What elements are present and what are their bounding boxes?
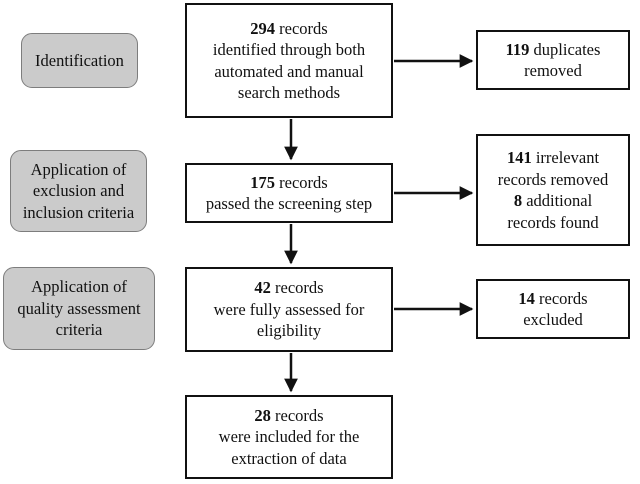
flow-box-irrelevant-removed: 141 irrelevant records removed 8 additio…	[476, 134, 630, 246]
stage-label-text: exclusion and	[32, 181, 125, 201]
stage-label-text: Application of	[30, 159, 127, 179]
record-count: 8	[513, 191, 523, 210]
stage-label-text: quality assessment	[17, 298, 141, 318]
stage-label-text: Application of	[31, 277, 127, 297]
text-line: 141 irrelevant	[507, 147, 599, 169]
text-line: automated and manual	[214, 61, 364, 81]
record-count: 141	[506, 148, 532, 167]
stage-label-text: Identification	[35, 50, 124, 70]
stage-label-exclusion-inclusion-criteria: Application of exclusion and inclusion c…	[10, 150, 147, 232]
text-line: 14 records	[518, 288, 587, 310]
text-line: 28 records	[254, 405, 323, 427]
flow-box-records-screened: 175 records passed the screening step	[185, 163, 393, 223]
text-line: passed the screening step	[205, 194, 373, 213]
text-line: records found	[507, 212, 599, 232]
flow-box-records-included: 28 records were included for the extract…	[185, 395, 393, 479]
text-line: extraction of data	[231, 448, 347, 468]
flow-box-records-assessed: 42 records were fully assessed for eligi…	[185, 267, 393, 352]
text-line: records removed	[497, 169, 609, 189]
text-line: 8 additional	[514, 190, 592, 212]
record-count: 294	[250, 18, 276, 38]
text-line: search methods	[237, 83, 341, 102]
text-line: records	[534, 288, 588, 308]
stage-label-text: inclusion criteria	[22, 202, 135, 222]
text-line: records	[270, 278, 324, 298]
text-line: records	[275, 172, 328, 192]
text-line: 175 records	[250, 172, 327, 194]
text-line: records	[270, 405, 324, 425]
text-line: irrelevant	[531, 148, 600, 167]
record-count: 119	[505, 39, 530, 59]
text-line: eligibility	[256, 321, 322, 341]
text-line: were included for the	[218, 427, 360, 447]
flow-box-records-identified: 294 records identified through both auto…	[185, 3, 393, 118]
record-count: 28	[254, 405, 271, 425]
stage-label-identification: Identification	[21, 33, 138, 88]
text-line: 42 records	[254, 277, 323, 299]
text-line: duplicates	[529, 39, 601, 59]
text-line: excluded	[523, 310, 583, 329]
text-line: were fully assessed for	[213, 299, 365, 319]
record-count: 14	[518, 288, 535, 308]
flow-box-duplicates-removed: 119 duplicates removed	[476, 30, 630, 90]
stage-label-quality-assessment-criteria: Application of quality assessment criter…	[3, 267, 155, 350]
text-line: additional	[522, 191, 593, 210]
stage-label-text: criteria	[55, 320, 103, 340]
text-line: 119 duplicates	[506, 39, 601, 61]
record-count: 175	[250, 172, 276, 192]
text-line: records	[275, 18, 328, 38]
record-count: 42	[254, 278, 271, 298]
flow-box-records-excluded: 14 records excluded	[476, 279, 630, 339]
text-line: 294 records	[250, 18, 327, 40]
text-line: removed	[524, 61, 582, 80]
text-line: identified through both	[212, 40, 366, 59]
